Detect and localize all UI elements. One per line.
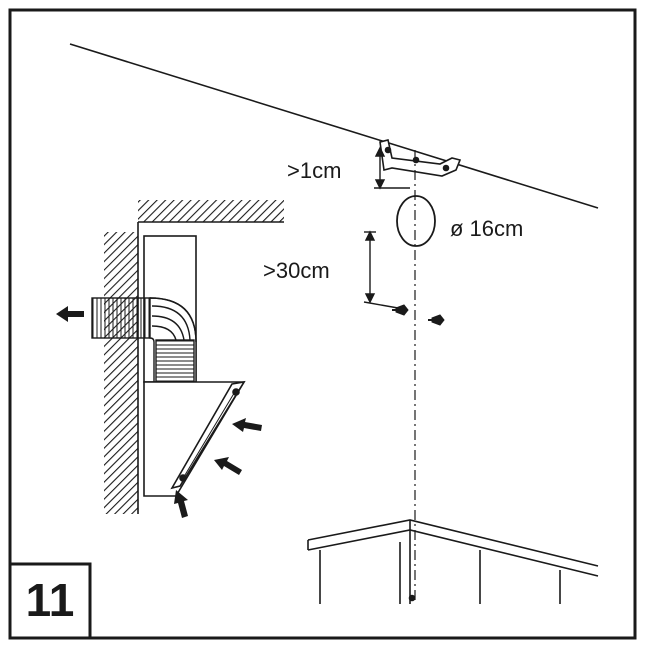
airflow-arrow-in-1-icon — [232, 418, 262, 432]
airflow-arrow-in-2-icon — [214, 457, 242, 475]
duct-elbow — [91, 297, 197, 383]
screw-left — [392, 304, 409, 316]
screw-right — [428, 314, 445, 326]
ceiling-bracket — [379, 139, 462, 177]
diagram-frame — [8, 8, 637, 640]
step-number: 11 — [26, 574, 75, 626]
ceiling-line — [69, 43, 599, 209]
airflow-arrow-out-icon — [56, 306, 84, 322]
screw-gap-label: >30cm — [263, 258, 330, 283]
ceiling-gap-marker — [374, 146, 410, 190]
hatched-ceiling — [138, 200, 284, 222]
step-number-box — [8, 562, 92, 640]
ceiling-gap-label: >1cm — [287, 158, 341, 183]
duct-outlet-circle — [396, 195, 436, 247]
hatched-wall — [104, 232, 138, 514]
duct-diameter-label: ø 16cm — [450, 216, 523, 241]
screw-gap-marker — [363, 230, 399, 309]
airflow-arrow-in-3-icon — [174, 490, 188, 518]
cabinet — [307, 519, 599, 604]
hood-canopy — [143, 380, 246, 497]
